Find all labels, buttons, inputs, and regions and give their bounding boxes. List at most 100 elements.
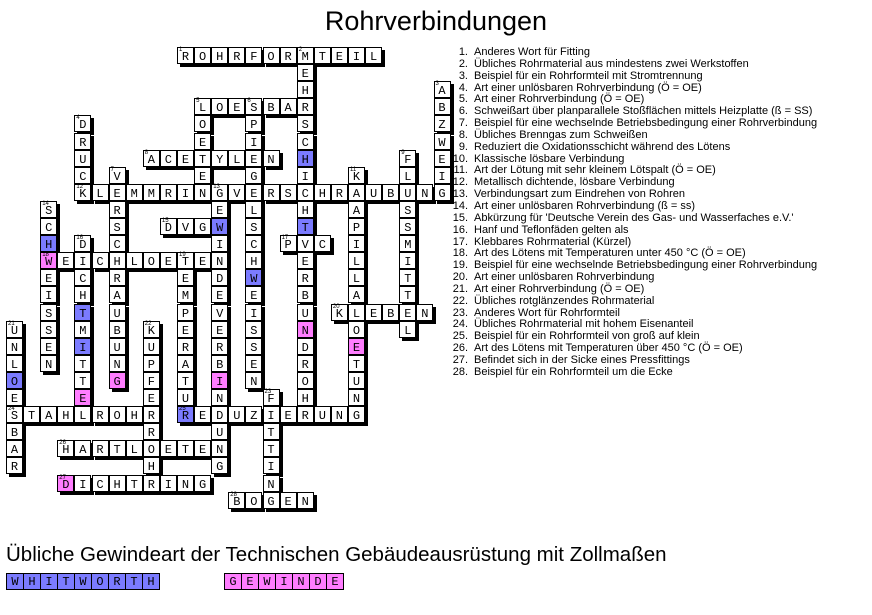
grid-cell[interactable]: E [194, 440, 212, 458]
grid-cell[interactable]: O [245, 491, 263, 509]
grid-cell[interactable]: E [177, 269, 194, 287]
grid-cell[interactable]: R [74, 132, 92, 150]
grid-cell[interactable]: C [91, 252, 109, 270]
grid-cell[interactable]: B [6, 423, 23, 441]
grid-cell[interactable]: N [211, 440, 229, 458]
grid-cell[interactable]: U [228, 406, 246, 424]
grid-cell[interactable]: E [330, 47, 348, 64]
solution-cell[interactable]: D [309, 573, 327, 590]
grid-cell[interactable]: E [399, 303, 417, 321]
grid-cell[interactable]: T [194, 149, 212, 167]
grid-cell[interactable]: I [211, 235, 229, 253]
grid-cell[interactable]: G [433, 183, 451, 201]
grid-cell[interactable]: R [142, 423, 160, 441]
grid-cell[interactable]: N [262, 149, 280, 167]
grid-cell[interactable]: I [177, 183, 194, 201]
grid-cell[interactable]: V [228, 183, 246, 201]
grid-cell[interactable]: H [57, 406, 75, 424]
grid-cell[interactable]: H [296, 200, 314, 218]
grid-cell[interactable]: R [108, 200, 126, 218]
grid-cell[interactable]: U [108, 337, 126, 355]
grid-cell[interactable]: R [296, 98, 314, 116]
grid-cell[interactable]: O [108, 406, 126, 424]
grid-cell[interactable]: I [40, 286, 58, 304]
grid-cell[interactable]: I [262, 406, 280, 424]
grid-cell[interactable]: E [159, 440, 177, 458]
grid-cell[interactable]: L [91, 183, 109, 201]
grid-cell[interactable]: E [177, 149, 194, 167]
grid-cell[interactable]: I [348, 47, 365, 64]
grid-cell[interactable]: H [313, 183, 331, 201]
grid-cell[interactable]: C [296, 183, 314, 201]
grid-cell[interactable]: C [296, 132, 314, 150]
grid-cell[interactable]: A [6, 440, 23, 458]
grid-cell[interactable]: I [245, 303, 263, 321]
grid-cell[interactable]: E [279, 491, 297, 509]
grid-cell[interactable]: E [40, 337, 58, 355]
grid-cell[interactable]: D [211, 406, 229, 424]
grid-cell[interactable]: G [245, 166, 263, 184]
grid-cell[interactable]: L [74, 406, 92, 424]
grid-cell[interactable]: E [40, 269, 58, 287]
solution-cell[interactable]: I [40, 573, 58, 590]
grid-cell[interactable]: C [159, 149, 177, 167]
grid-cell[interactable]: A [348, 183, 365, 201]
grid-cell[interactable]: M [74, 320, 92, 338]
grid-cell[interactable]: H [40, 235, 58, 253]
grid-cell[interactable]: G [194, 218, 212, 235]
grid-cell[interactable]: L [365, 47, 383, 64]
grid-cell[interactable]: C [245, 235, 263, 253]
grid-cell[interactable]: E [296, 64, 314, 82]
grid-cell[interactable]: N [177, 474, 194, 492]
solution-cell[interactable]: G [224, 573, 242, 590]
grid-cell[interactable]: A [108, 286, 126, 304]
grid-cell[interactable]: W [245, 269, 263, 287]
grid-cell[interactable]: E [74, 389, 92, 406]
solution-cell[interactable]: N [292, 573, 310, 590]
grid-cell[interactable]: N [330, 406, 348, 424]
grid-cell[interactable]: E [194, 132, 212, 150]
grid-cell[interactable]: T [348, 354, 365, 372]
grid-cell[interactable]: H [296, 149, 314, 167]
grid-cell[interactable]: T [399, 269, 417, 287]
solution-cell[interactable]: W [74, 573, 92, 590]
grid-cell[interactable]: B [433, 98, 451, 116]
grid-cell[interactable]: P [245, 115, 263, 133]
grid-cell[interactable]: B [108, 320, 126, 338]
grid-cell[interactable]: O [194, 115, 212, 133]
grid-cell[interactable]: S [40, 303, 58, 321]
grid-cell[interactable]: M [142, 183, 160, 201]
grid-cell[interactable]: P [177, 303, 194, 321]
grid-cell[interactable]: N [6, 337, 23, 355]
grid-cell[interactable]: R [211, 337, 229, 355]
grid-cell[interactable]: T [296, 218, 314, 235]
grid-cell[interactable]: E [211, 286, 229, 304]
grid-cell[interactable]: H [108, 252, 126, 270]
grid-cell[interactable]: R [296, 269, 314, 287]
grid-cell[interactable]: R [108, 269, 126, 287]
grid-cell[interactable]: R [262, 183, 280, 201]
grid-cell[interactable]: E [194, 166, 212, 184]
grid-cell[interactable]: S [245, 218, 263, 235]
grid-cell[interactable]: T [262, 423, 280, 441]
grid-cell[interactable]: C [74, 166, 92, 184]
grid-cell[interactable]: O [348, 320, 365, 338]
grid-cell[interactable]: E [433, 149, 451, 167]
grid-cell[interactable]: O [142, 252, 160, 270]
grid-cell[interactable]: G [348, 406, 365, 424]
grid-cell[interactable]: E [108, 183, 126, 201]
grid-cell[interactable]: G [211, 457, 229, 475]
grid-cell[interactable]: V [177, 218, 194, 235]
grid-cell[interactable]: S [245, 320, 263, 338]
grid-cell[interactable]: A [177, 354, 194, 372]
grid-cell[interactable]: L [399, 320, 417, 338]
grid-cell[interactable]: F [245, 47, 263, 64]
